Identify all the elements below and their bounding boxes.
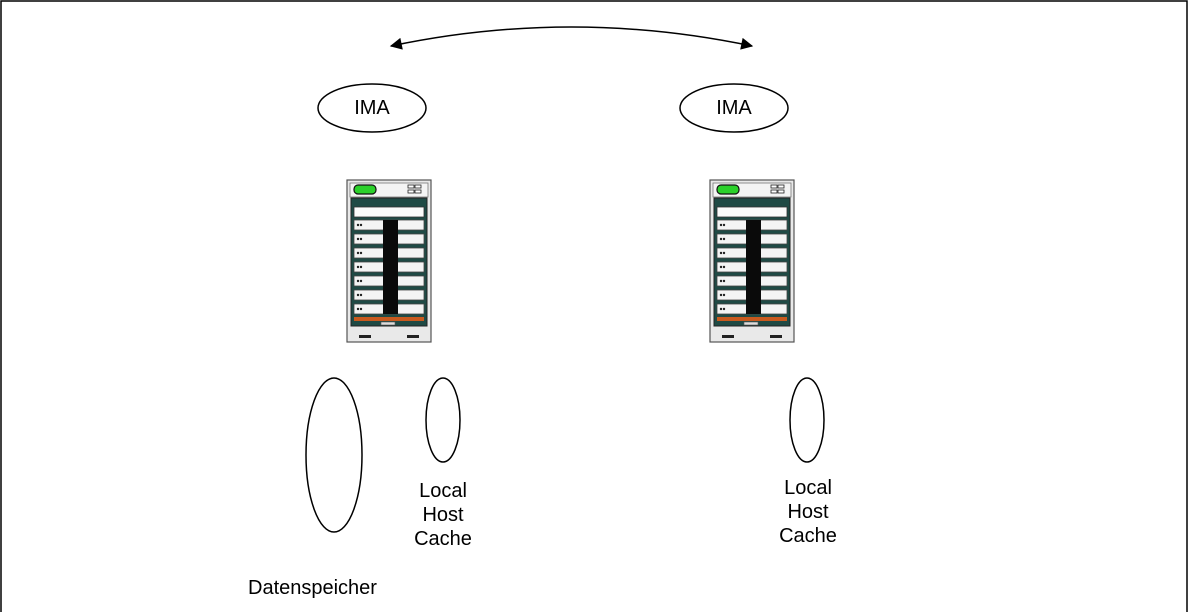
server-rack-icon-left xyxy=(346,179,432,343)
server-rack-icon-right xyxy=(709,179,795,343)
datastore-ellipse xyxy=(305,377,363,533)
cache-label-line-2: Host xyxy=(787,501,829,523)
ima-label-right: IMA xyxy=(716,97,752,119)
cache-label-line-1: Local xyxy=(784,477,832,499)
local-host-cache-label-right: Local Host Cache xyxy=(768,476,848,548)
local-host-cache-label-left: Local Host Cache xyxy=(403,479,483,551)
ima-label-left: IMA xyxy=(354,97,390,119)
cache-label-line-1: Local xyxy=(419,480,467,502)
local-host-cache-ellipse-right xyxy=(789,377,825,463)
datastore-label: Datenspeicher xyxy=(248,577,377,599)
cache-label-line-3: Cache xyxy=(779,525,837,547)
bidirectional-arrow xyxy=(389,26,754,50)
cache-label-line-3: Cache xyxy=(414,528,472,550)
ima-ellipse-right xyxy=(679,83,789,133)
local-host-cache-ellipse-left xyxy=(425,377,461,463)
ima-ellipse-left xyxy=(317,83,427,133)
cache-label-line-2: Host xyxy=(422,504,464,526)
